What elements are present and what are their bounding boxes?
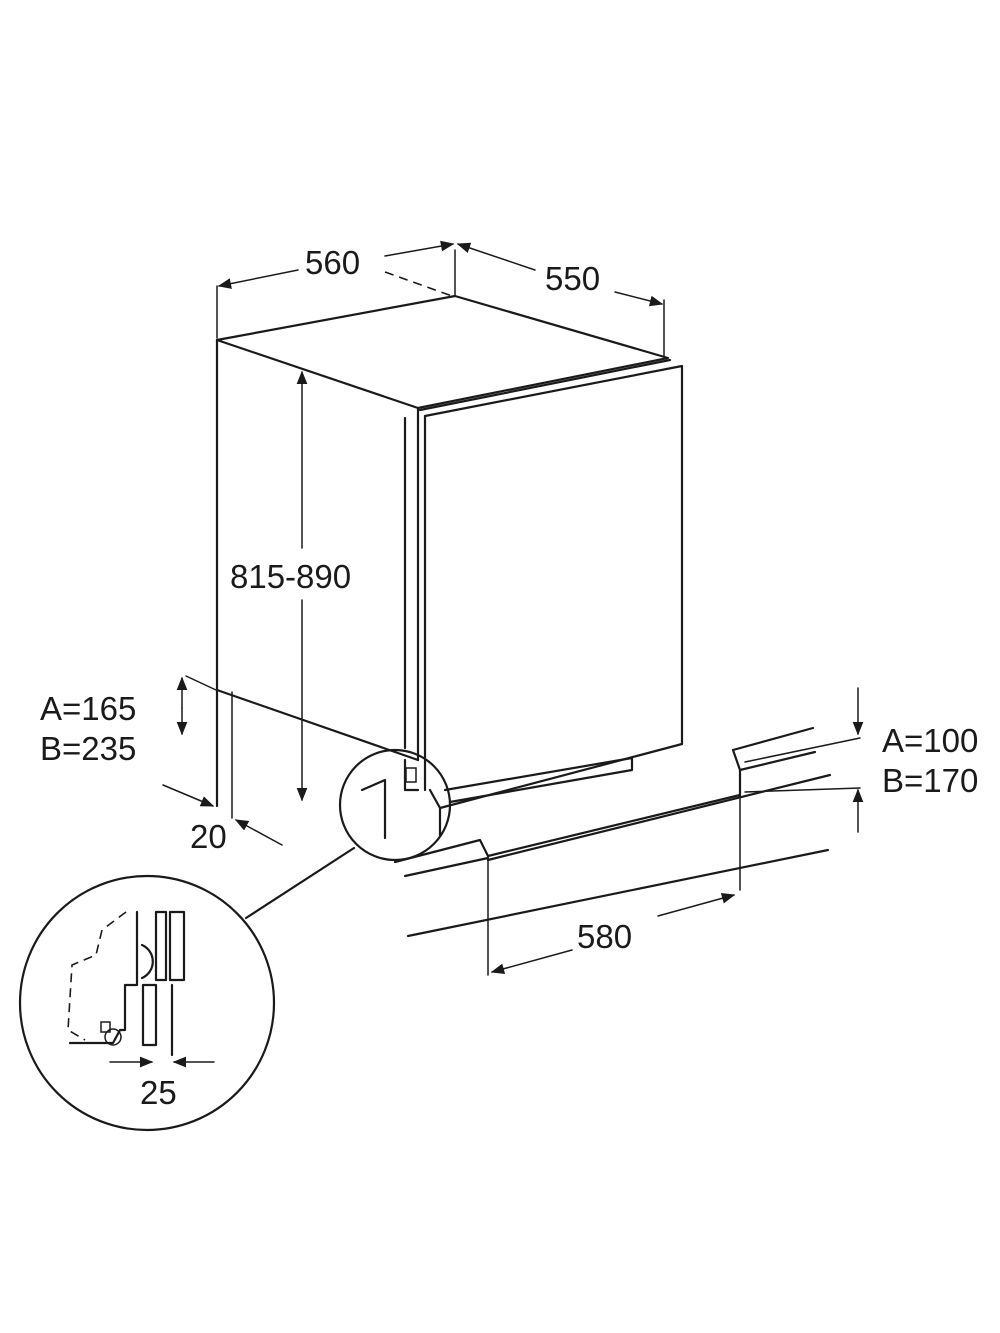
callout-leader-line (244, 846, 356, 920)
detail-door-lower (141, 983, 158, 1047)
detail-hinge-lines (360, 758, 442, 840)
plinth-depth-label: 580 (577, 918, 632, 955)
hinge-detail-view: 25 (18, 874, 276, 1132)
detail-hinge-block (405, 767, 417, 783)
cabinet-side-bottom (215, 688, 420, 762)
detail-enlarged-circle (18, 874, 276, 1132)
plinth-left-b-label: B=235 (40, 730, 136, 767)
detail-callout-circle (338, 748, 452, 862)
plinth-front-lower (403, 856, 490, 878)
detail-frame-profile (68, 910, 139, 1045)
detail-screw-square (100, 1021, 111, 1033)
plinth-right-a-label: A=100 (882, 722, 978, 759)
plinth-depth-arrow-left (490, 949, 573, 974)
door-outline (423, 364, 684, 810)
width-dim-arrow-right (384, 240, 455, 257)
detail-door-contour (67, 911, 127, 1041)
width-label: 560 (305, 244, 360, 281)
detail-gap-label: 25 (140, 1074, 177, 1111)
detail-door-upper-outer (168, 910, 186, 982)
door-bottom-rail (443, 756, 634, 804)
plinth-front-top (393, 750, 817, 864)
detail-screw-circle (104, 1028, 122, 1046)
plinth-floor-line-front (406, 848, 830, 938)
depth-label: 550 (545, 260, 600, 297)
side-gap-arrow-right (234, 819, 283, 846)
detail-hinge-arc (140, 943, 154, 980)
height-label: 815-890 (230, 558, 351, 595)
detail-door-upper-inner (154, 910, 168, 982)
depth-dim-arrow-right (614, 291, 664, 307)
width-dim-arrow-left (217, 269, 299, 289)
plinth-left-a-label: A=165 (40, 690, 136, 727)
width-hidden-line (384, 271, 453, 297)
plinth-floor-line-back (486, 773, 832, 862)
side-gap-arrow-left (162, 784, 215, 807)
door-top-edge (418, 358, 672, 412)
plinth-step-top (731, 726, 815, 772)
cabinet-body (215, 294, 670, 819)
plinth-right-b-label: B=170 (882, 762, 978, 799)
plinth-height-ext-top (744, 737, 861, 763)
depth-dim-arrow-left (456, 242, 536, 271)
plinth-left-ext-top (185, 675, 217, 691)
plinth-height-ext-bottom (744, 787, 861, 793)
door-panel (403, 358, 684, 810)
side-gap-label: 20 (190, 818, 227, 855)
plinth-floor (393, 726, 861, 976)
plinth-depth-arrow-right (657, 893, 736, 917)
cabinet-top-face (215, 294, 670, 410)
